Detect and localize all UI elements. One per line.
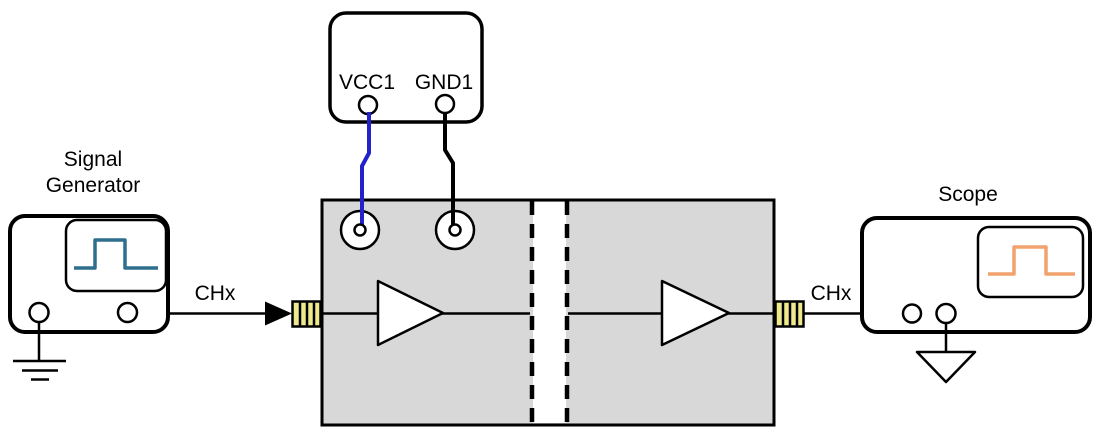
signal-generator-label: Signal Generator — [45, 148, 141, 197]
gnd1-terminal — [434, 93, 456, 115]
output-channel-label: CHx — [810, 282, 852, 305]
input-arrow-icon — [265, 301, 292, 326]
chassis-ground-icon — [915, 350, 977, 384]
scope-pulse-waveform-icon — [988, 245, 1075, 276]
vcc1-label: VCC1 — [338, 71, 396, 94]
input-connector — [291, 300, 322, 328]
input-amplifier-icon — [376, 279, 445, 347]
scope-input-terminal — [901, 303, 923, 324]
output-connector — [774, 300, 805, 328]
vcc1-wire — [360, 112, 371, 227]
input-channel-label: CHx — [194, 282, 236, 305]
gnd1-wire — [443, 112, 455, 227]
signal-generator-screen — [64, 218, 168, 293]
scope-ground-terminal — [935, 302, 957, 325]
isolation-barrier-gap — [533, 202, 566, 423]
dut-vcc-terminal-pin — [353, 223, 367, 237]
output-amplifier-icon — [660, 279, 731, 347]
generator-ground-terminal — [28, 301, 50, 324]
dut-gnd-terminal-pin — [448, 223, 462, 237]
earth-ground-icon — [13, 359, 66, 381]
generator-pulse-waveform-icon — [74, 238, 158, 270]
power-supply-box — [328, 11, 484, 124]
scope-screen — [976, 225, 1085, 299]
generator-output-terminal — [116, 301, 139, 324]
vcc1-terminal — [357, 94, 379, 116]
scope-label: Scope — [938, 183, 998, 206]
gnd1-label: GND1 — [414, 71, 474, 94]
